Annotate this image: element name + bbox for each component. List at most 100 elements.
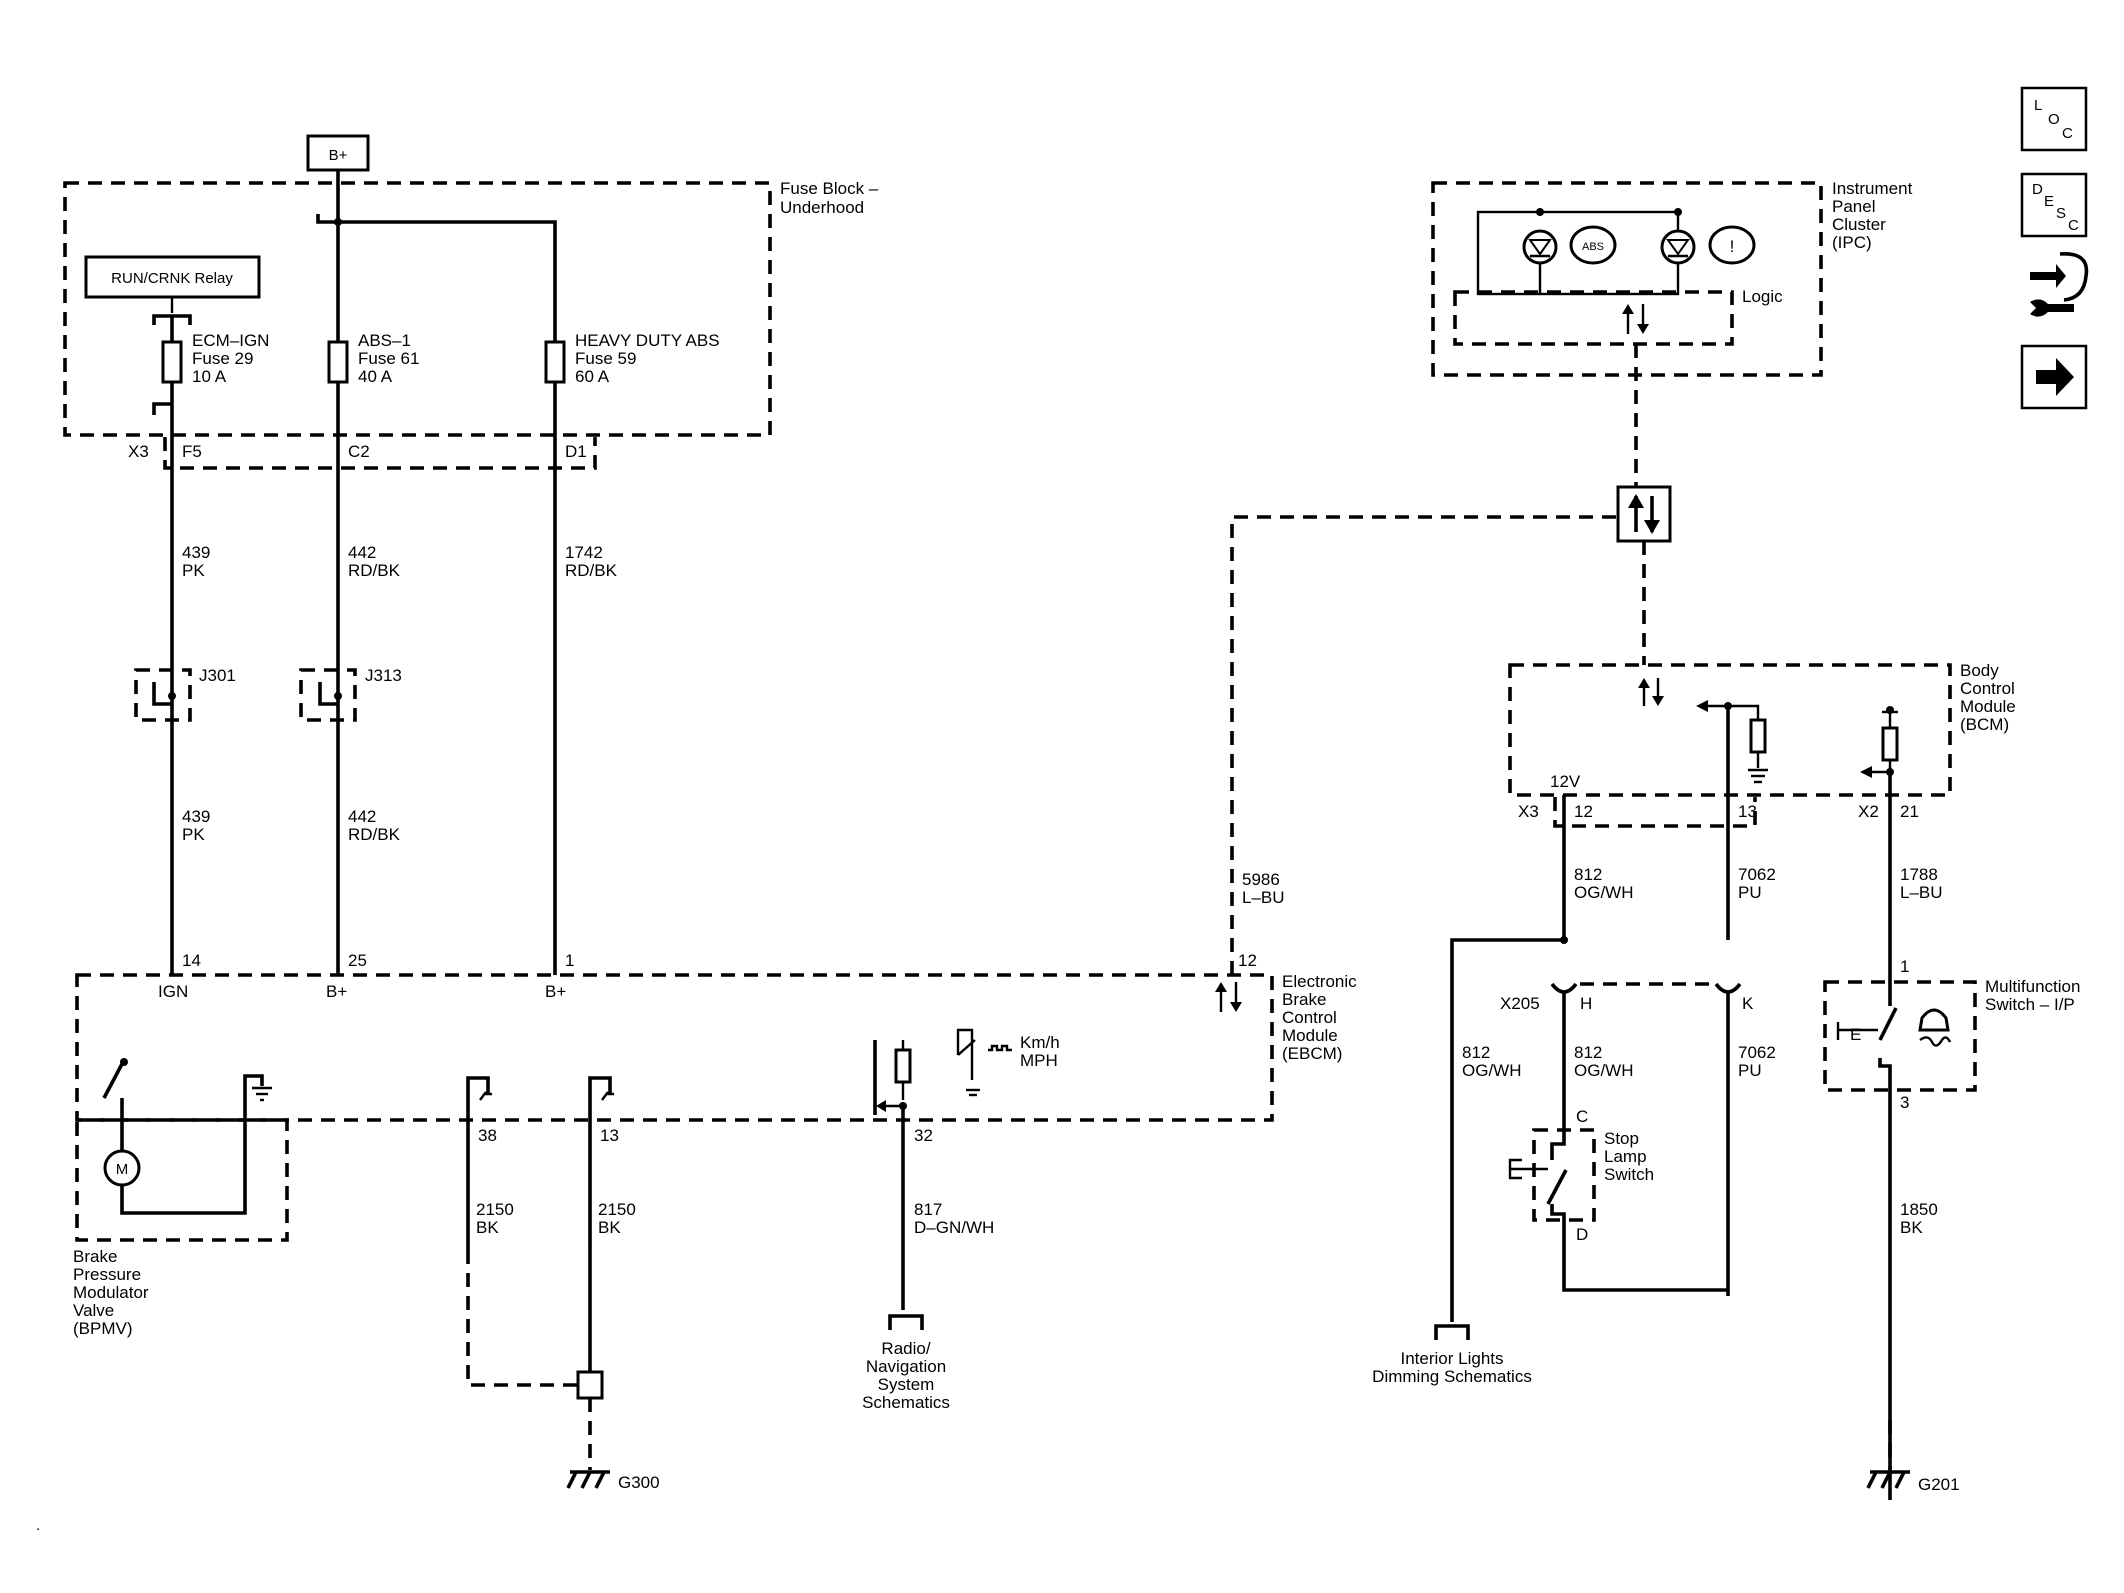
wire-7062-number: 7062 [1738, 865, 1776, 884]
svg-text:E: E [2044, 193, 2054, 210]
fuse-29-number: Fuse 29 [192, 349, 253, 368]
multifunction-label-2: Switch – I/P [1985, 995, 2075, 1014]
description-view-button[interactable]: D E S C [2020, 172, 2088, 238]
ebcm-pin-1: 1 [565, 951, 574, 970]
radio-ref-4: Schematics [862, 1393, 950, 1412]
bplus-label: B+ [329, 147, 348, 164]
wire-2150-b-color: BK [598, 1218, 621, 1237]
ground-g300-icon [566, 1470, 610, 1489]
ebcm-label-3: Control [1282, 1008, 1337, 1027]
splice-j313 [299, 668, 357, 722]
ipc-box [1431, 181, 1823, 377]
pin-c2: C2 [348, 442, 370, 461]
brake-warning-icon [1708, 225, 1756, 265]
wire-2150-a-color: BK [476, 1218, 499, 1237]
traction-control-icon [1918, 1008, 1952, 1047]
brake-warning-symbol: ! [1730, 237, 1735, 256]
fuse-59-number: Fuse 59 [575, 349, 636, 368]
fuse-61-rating: 40 A [358, 367, 393, 386]
radio-ref-3: System [878, 1375, 935, 1394]
wire-1788-color: L–BU [1900, 883, 1943, 902]
connector-repair-icon[interactable] [2030, 252, 2089, 317]
fuse-59-rating: 60 A [575, 367, 610, 386]
gateway-icon [1616, 485, 1672, 543]
wire-442-number: 442 [348, 543, 376, 562]
wire-1742-number: 1742 [565, 543, 603, 562]
wire-812-lower-color: OG/WH [1574, 1061, 1634, 1080]
radio-ref-2: Navigation [866, 1357, 946, 1376]
wire-817-color: D–GN/WH [914, 1218, 994, 1237]
bpmv-label-1: Brake [73, 1247, 117, 1266]
wire-1850-color: BK [1900, 1218, 1923, 1237]
bcm-x3-connector [1553, 797, 1757, 828]
fuse-block-label-2: Underhood [780, 198, 864, 217]
brake-led-icon [1660, 229, 1696, 265]
wire-2150-b-number: 2150 [598, 1200, 636, 1219]
bpmv-label-5: (BPMV) [73, 1319, 133, 1338]
fuse-61-name: ABS–1 [358, 331, 411, 350]
wire-2150-a-number: 2150 [476, 1200, 514, 1219]
wire-1850-number: 1850 [1900, 1200, 1938, 1219]
bcm-label-2: Control [1960, 679, 2015, 698]
ipc-label-1: Instrument [1832, 179, 1913, 198]
wire-7062-color: PU [1738, 883, 1762, 902]
ebcm-pin-14: 14 [182, 951, 201, 970]
bcm-pin-12: 12 [1574, 802, 1593, 821]
fuse-29-rating: 10 A [192, 367, 227, 386]
fuse-29 [161, 340, 183, 384]
wire-1742-color: RD/BK [565, 561, 618, 580]
multifunction-e-label: E [1850, 1025, 1861, 1044]
pin-d1: D1 [565, 442, 587, 461]
svg-text:C: C [2062, 125, 2073, 142]
run-crnk-relay-label: RUN/CRNK Relay [111, 270, 233, 287]
splice-j301 [134, 668, 192, 722]
fuse-block-x3-label: X3 [128, 442, 149, 461]
wire-1788-number: 1788 [1900, 865, 1938, 884]
wire-812-branch-number: 812 [1462, 1043, 1490, 1062]
abs-warning-icon [1569, 225, 1617, 265]
next-page-button[interactable] [2020, 344, 2088, 410]
x205-pin-k-label: K [1742, 994, 1754, 1013]
multifunction-switch [1823, 980, 1977, 1092]
ebcm-label-2: Brake [1282, 990, 1326, 1009]
splice-j301-label: J301 [199, 666, 236, 685]
interior-ref-2: Dimming Schematics [1372, 1367, 1532, 1386]
ebcm-pin-12: 12 [1238, 951, 1257, 970]
wire-812-lower-number: 812 [1574, 1043, 1602, 1062]
pullup-resistor [894, 1048, 912, 1084]
abs-led-icon [1522, 229, 1558, 265]
stop-lamp-label-2: Lamp [1604, 1147, 1647, 1166]
svg-text:S: S [2056, 205, 2066, 222]
arrow-right-icon [2036, 358, 2074, 396]
fuse-block-connector-x3 [163, 437, 597, 470]
ebcm-pin-25: 25 [348, 951, 367, 970]
wire-812-branch-color: OG/WH [1462, 1061, 1522, 1080]
wire-442-lower-number: 442 [348, 807, 376, 826]
ebcm-pin-32: 32 [914, 1126, 933, 1145]
wire-5986-number: 5986 [1242, 870, 1280, 889]
svg-text:L: L [2034, 97, 2042, 114]
fuse-61-number: Fuse 61 [358, 349, 419, 368]
bcm-box [1508, 663, 1952, 797]
ipc-label-4: (IPC) [1832, 233, 1872, 252]
ipc-data-arrows [1622, 304, 1649, 334]
stop-lamp-pin-d: D [1576, 1225, 1588, 1244]
bcm-label-4: (BCM) [1960, 715, 2009, 734]
ground-g201-icon [1866, 1470, 1910, 1489]
bcm-label-1: Body [1960, 661, 1999, 680]
location-view-button[interactable]: L O C [2020, 86, 2088, 152]
x205-pin-h [1550, 982, 1578, 994]
bpmv-box [75, 1118, 289, 1242]
bcm-data-arrows [1638, 678, 1664, 706]
abs-symbol: ABS [1582, 241, 1604, 253]
fuse-61 [327, 340, 349, 384]
multifunction-pin-3: 3 [1900, 1093, 1909, 1112]
ebcm-pin-name-bplus-1: B+ [326, 982, 347, 1001]
ebcm-pin-name-ign: IGN [158, 982, 188, 1001]
splice-g300 [576, 1370, 604, 1400]
wire-5986-color: L–BU [1242, 888, 1285, 907]
motor-symbol: M [116, 1161, 129, 1178]
wire-439-number: 439 [182, 543, 210, 562]
multifunction-label-1: Multifunction [1985, 977, 2080, 996]
fuse-59 [544, 340, 566, 384]
